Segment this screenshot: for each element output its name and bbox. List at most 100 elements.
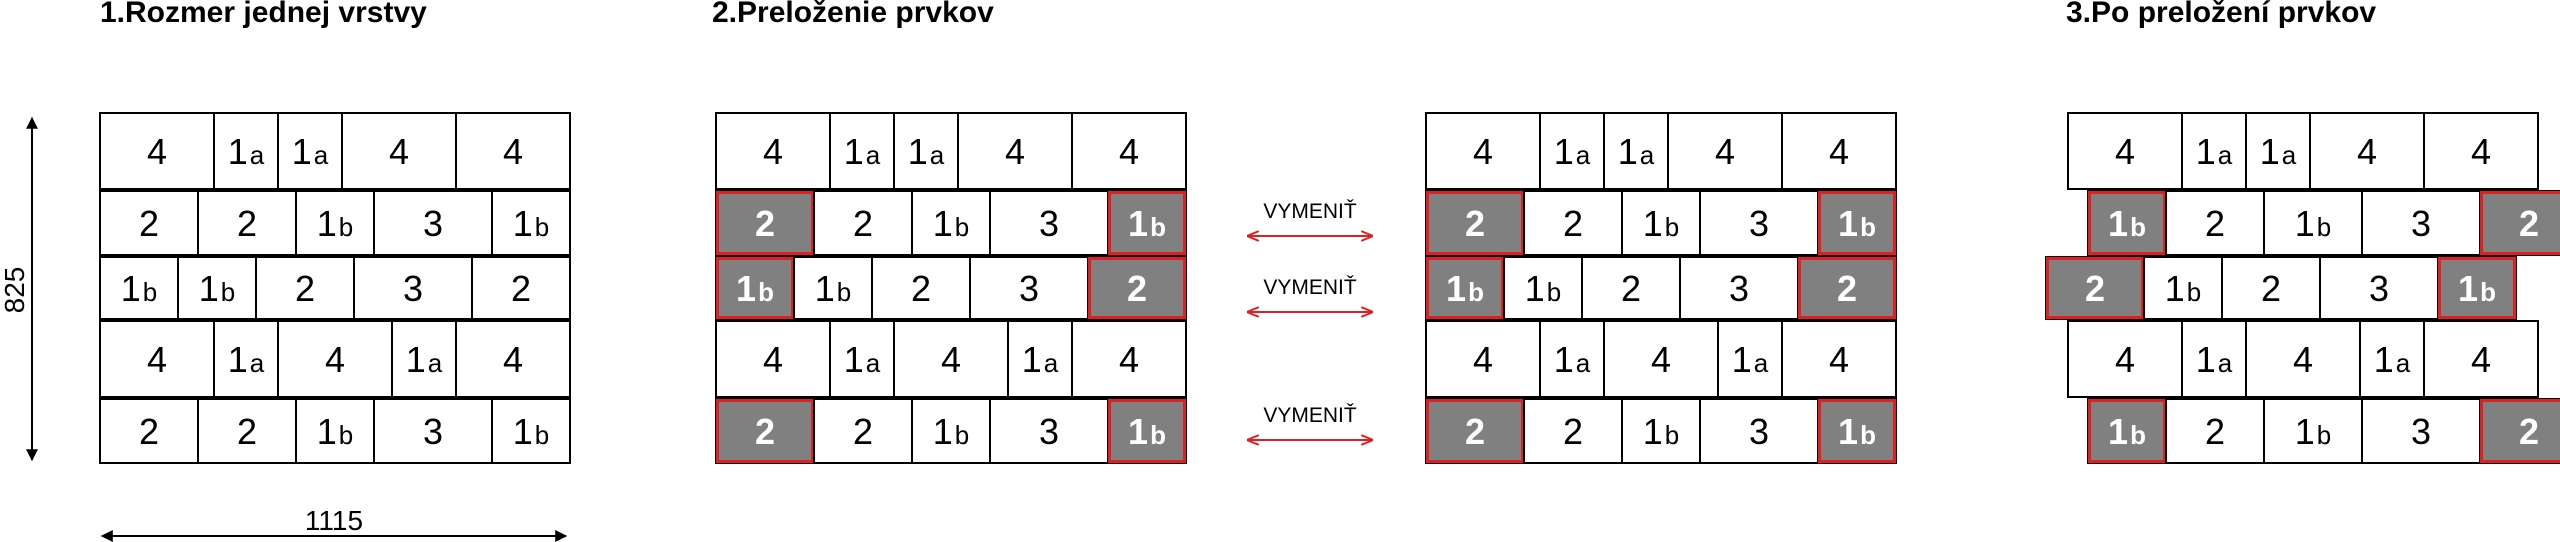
brick-number: 1 [199,268,219,309]
brick [295,190,375,256]
brick-suffix: a [2218,140,2233,170]
brick-number: 1 [2108,203,2128,244]
brick-suffix: b [2317,420,2331,450]
brick-number: 1 [1838,411,1858,452]
brick-label: 1b [933,411,970,452]
brick-number: 1 [317,411,337,452]
brick-label: 1b [513,203,550,244]
brick-suffix: b [339,212,353,242]
brick-number: 1 [1525,268,1545,309]
brick-suffix: b [1665,212,1679,242]
swap-label: VYMENIŤ [1263,276,1357,299]
brick [1503,256,1583,320]
brick-number: 2 [295,268,315,309]
brick-label: 3 [1729,268,1749,309]
brick-label: 1b [2295,203,2332,244]
swap-indicator-row-5: VYMENIŤ [1248,404,1372,440]
brick-label: 4 [941,339,961,380]
brick-highlight-border [1798,257,1896,319]
brick-suffix: a [2218,348,2233,378]
brick-label: 3 [1019,268,1039,309]
brick-label: 2 [755,203,775,244]
brick-label: 1b [199,268,236,309]
brick-suffix: b [2130,420,2146,450]
brick [2309,112,2425,190]
brick-suffix: a [250,140,265,170]
brick-number: 1 [513,411,533,452]
brick-suffix: a [428,348,443,378]
brick-label: 4 [763,131,783,172]
brick [813,398,913,464]
brick-label: 4 [1829,131,1849,172]
brick-label: 2 [853,411,873,452]
brick-highlight-border [1108,399,1186,463]
brick-number: 3 [1749,203,1769,244]
brick-number: 2 [2519,203,2539,244]
brick-suffix: b [1150,420,1166,450]
brick [373,190,493,256]
brick-number: 2 [1563,411,1583,452]
brick-number: 1 [1838,203,1858,244]
brick-suffix: b [1468,277,1484,307]
brick [989,190,1109,256]
brick-label: 2 [237,203,257,244]
brick-label: 1b [1525,268,1562,309]
brick-label: 2 [1465,411,1485,452]
brick-number: 1 [2196,339,2216,380]
brick [715,112,831,190]
brick-number: 2 [2261,268,2281,309]
brick [2165,190,2265,256]
brick [829,320,895,398]
brick [1007,320,1073,398]
brick [471,256,571,320]
brick-label: 2 [295,268,315,309]
brick-number: 3 [1019,268,1039,309]
brick-label: 4 [2357,131,2377,172]
brick-label: 4 [2115,339,2135,380]
brick [893,112,959,190]
brick-label: 3 [2411,411,2431,452]
brick-number: 4 [1005,131,1025,172]
brick [213,112,279,190]
brick-number: 1 [1554,131,1574,172]
height-dimension-label: 825 [0,267,30,314]
brick-suffix: a [314,140,329,170]
brick-number: 2 [1465,411,1485,452]
brick [455,320,571,398]
brick-label: 1a [228,339,265,380]
brick [99,112,215,190]
brick [2319,256,2439,320]
brick [2245,112,2311,190]
brick-number: 2 [2205,203,2225,244]
swap-indicator-row-3: VYMENIŤ [1248,276,1372,312]
brick-label: 1a [228,131,265,172]
brick-label: 3 [423,411,443,452]
brick-label: 4 [2293,339,2313,380]
brick-number: 1 [2295,411,2315,452]
brick-label: 1a [2374,339,2411,380]
brick-highlight-border [1818,399,1896,463]
brick-highlight-border [2480,191,2560,255]
brick-number: 3 [403,268,423,309]
brick-number: 3 [2411,203,2431,244]
brick-number: 4 [1473,131,1493,172]
brick-number: 4 [1119,339,1139,380]
brick [1621,398,1701,464]
brick-number: 2 [911,268,931,309]
brick-suffix: b [221,277,235,307]
brick-number: 3 [423,411,443,452]
brick-number: 2 [755,411,775,452]
brick [2263,190,2363,256]
brick-number: 4 [147,339,167,380]
brick-number: 1 [1554,339,1574,380]
brick-label: 4 [503,339,523,380]
brick-label: 1b [1838,203,1876,244]
brick [871,256,971,320]
brick-number: 2 [139,411,159,452]
brick-number: 3 [1749,411,1769,452]
brick [353,256,473,320]
brick-number: 1 [908,131,928,172]
brick-label: 2 [2261,268,2281,309]
